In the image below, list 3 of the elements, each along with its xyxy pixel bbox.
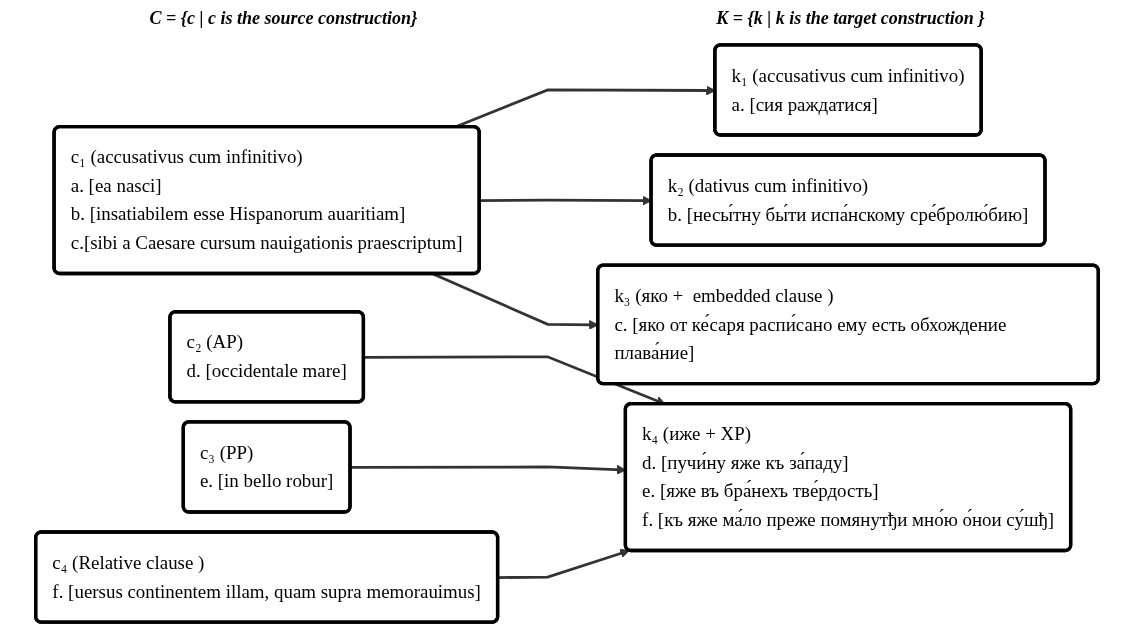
set-heading: C = {c | c is the source construction}	[149, 7, 418, 29]
arrow	[498, 548, 630, 579]
set-heading: K = {k | k is the target construction }	[716, 7, 985, 29]
